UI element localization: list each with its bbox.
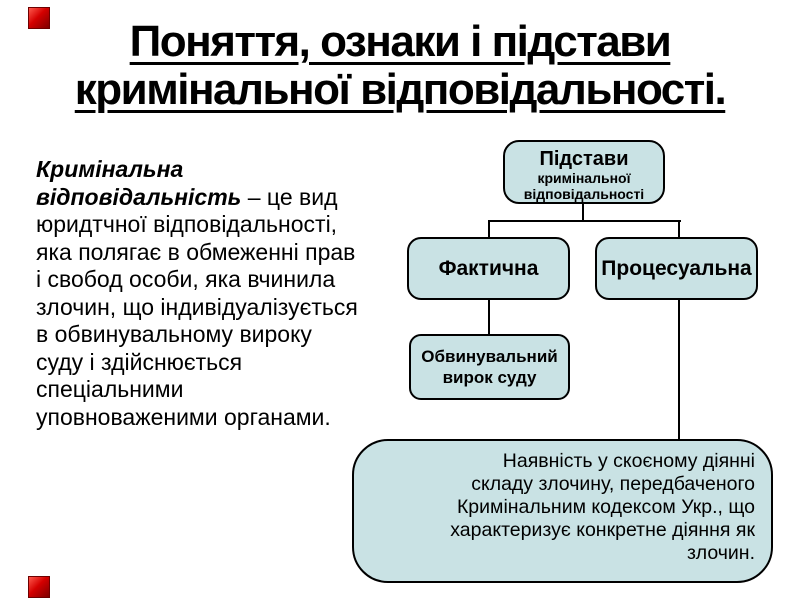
diagram-box-grounds: Підстави кримінальної відповідальності — [503, 140, 665, 204]
red-corner-square-bottom — [28, 576, 50, 598]
definition-term: Кримінальна відповідальність — [36, 156, 242, 210]
diagram-box-factual: Фактична — [407, 237, 570, 300]
grounds-box-subtitle: кримінальної відповідальності — [523, 170, 645, 202]
page-title: Поняття, ознаки і підстави кримінальної … — [0, 18, 800, 114]
red-corner-square-top — [28, 7, 50, 29]
procedural-box-label: Процесуальна — [601, 256, 752, 280]
diagram-box-procedural: Процесуальна — [595, 237, 758, 300]
page-title-line2: кримінальної відповідальності. — [74, 65, 727, 114]
page-title-line1: Поняття, ознаки і підстави — [129, 17, 672, 66]
diagram-box-verdict: Обвинувальний вирок суду — [409, 334, 570, 400]
connector-procedural-to-description — [678, 299, 680, 441]
factual-box-label: Фактична — [438, 256, 539, 280]
definition-body: – це вид юридтчної відповідальності, яка… — [36, 183, 358, 430]
connector-factual-stub — [488, 220, 490, 238]
verdict-box-label: Обвинувальний вирок суду — [421, 347, 558, 387]
connector-factual-to-verdict — [488, 299, 490, 336]
connector-root-stem — [582, 202, 584, 222]
connector-procedural-stub — [678, 220, 680, 238]
connector-branch-bar — [488, 220, 681, 222]
diagram-box-description: Наявність у скоєному діянні складу злочи… — [352, 439, 773, 583]
grounds-box-title: Підстави — [539, 148, 629, 170]
definition-paragraph: Кримінальна відповідальність – це вид юр… — [36, 156, 358, 431]
